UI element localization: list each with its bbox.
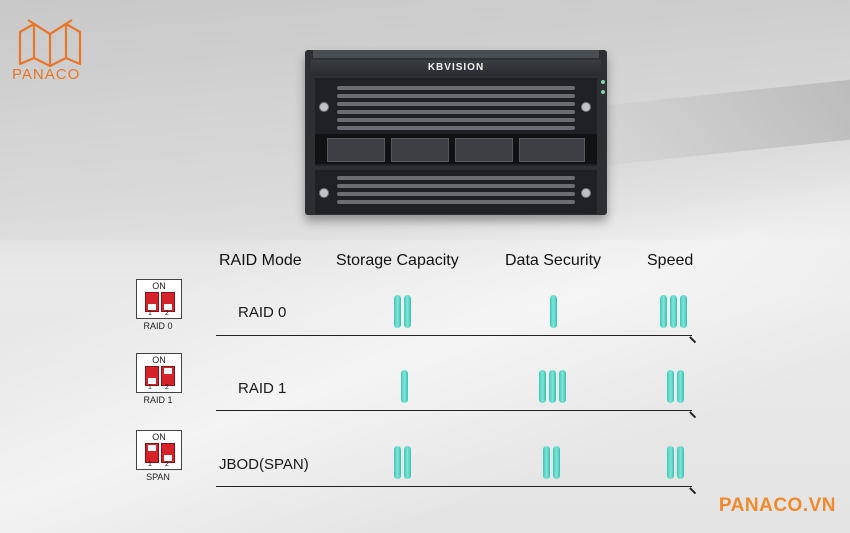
rating-bar [394,446,401,479]
security-bars-span [543,446,560,479]
rating-bar [677,370,684,403]
row-divider [216,486,692,487]
switch-1-icon [145,366,159,386]
speed-bars-span [667,446,684,479]
security-bars-raid0 [550,295,557,328]
switch-2-icon [161,366,175,386]
dip-switch-raid1: ON 1 2 RAID 1 [136,353,184,405]
switch-2-icon [161,443,175,463]
server-brand-label: KBVISION [311,60,601,76]
status-led-icon [601,80,605,84]
drive-bays [315,134,597,164]
dip-switch-span: ON 1 2 SPAN [136,430,184,482]
row-label-raid1: RAID 1 [238,380,287,397]
server-lower-panel [315,170,597,214]
rating-bar [559,370,566,403]
switch-label: SPAN [146,472,170,482]
capacity-bars-raid0 [394,295,411,328]
screw-icon [319,188,329,198]
screw-icon [581,188,591,198]
screw-icon [581,102,591,112]
row-label-raid0: RAID 0 [238,304,287,321]
switch-2-icon [161,292,175,312]
rating-bar [404,295,411,328]
server-product-image: KBVISION [305,50,607,215]
rating-bar [539,370,546,403]
switch-label: RAID 0 [143,321,173,331]
capacity-bars-span [394,446,411,479]
switch-label: RAID 1 [143,395,173,405]
panaco-logo-icon [18,19,82,68]
rating-bar [677,446,684,479]
speed-bars-raid1 [667,370,684,403]
rating-bar [394,295,401,328]
header-storage-capacity: Storage Capacity [336,252,459,269]
rating-bar [550,295,557,328]
rating-bar [680,295,687,328]
logo-text: PANACO [12,66,81,83]
rating-bar [404,446,411,479]
row-divider [216,335,692,336]
header-speed: Speed [647,252,694,269]
capacity-bars-raid1 [401,370,408,403]
rating-bar [553,446,560,479]
screw-icon [319,102,329,112]
switch-1-icon [145,443,159,463]
status-led-icon [601,90,605,94]
header-data-security: Data Security [505,252,602,269]
rating-bar [660,295,667,328]
rating-bar [543,446,550,479]
row-divider [216,410,692,411]
rating-bar [670,295,677,328]
rating-bar [667,446,674,479]
switch-1-icon [145,292,159,312]
rating-bar [667,370,674,403]
rating-bar [549,370,556,403]
header-raid-mode: RAID Mode [219,252,302,269]
server-top-rim [313,50,599,58]
footer-website-text: PANACO.VN [718,495,836,516]
rating-bar [401,370,408,403]
dip-switch-raid0: ON 1 2 RAID 0 [136,279,184,331]
security-bars-raid1 [539,370,566,403]
server-upper-panel [315,78,597,166]
speed-bars-raid0 [660,295,687,328]
row-label-span: JBOD(SPAN) [219,456,309,473]
